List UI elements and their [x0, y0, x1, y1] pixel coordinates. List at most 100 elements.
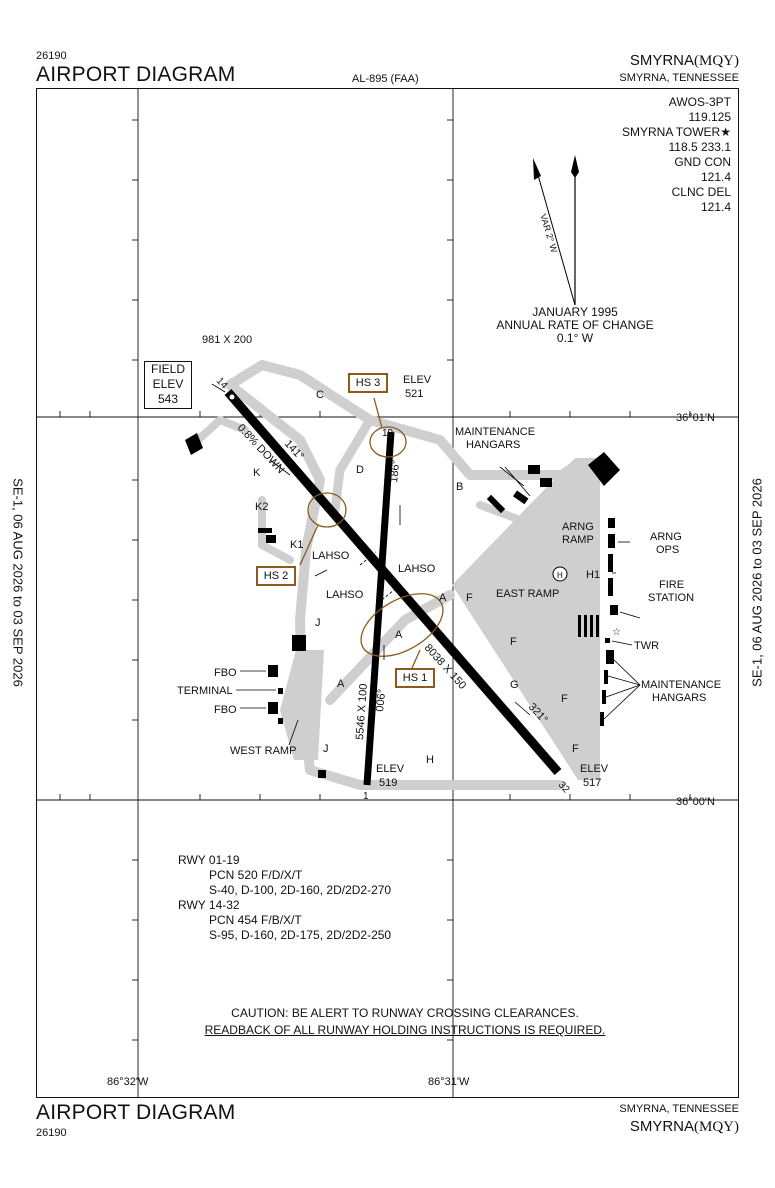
fbo-1-label: FBO [214, 667, 237, 679]
star-icon: ★ [720, 125, 731, 139]
terminal-label: TERMINAL [177, 685, 233, 697]
rwy-note-1: RWY 01-19 [178, 853, 240, 867]
footer-airport-location: SMYRNA, TENNESSEE [619, 1103, 739, 1115]
tower-star-icon: ☆ [612, 627, 621, 638]
arng-bldg-3 [608, 554, 613, 572]
arng-bldg-2 [608, 534, 615, 548]
lon-west-label: 86°32'W [107, 1076, 149, 1088]
lahso-lines [359, 551, 395, 604]
caution-line-2: READBACK OF ALL RUNWAY HOLDING INSTRUCTI… [204, 1023, 606, 1037]
grid-ticks [59, 119, 691, 1041]
freq-tower-label: SMYRNA TOWER [621, 125, 721, 139]
taxiway-west-stub [194, 416, 249, 444]
hangar-east-1 [606, 650, 614, 664]
freq-gnd: GND CON [674, 155, 731, 169]
freq-awos: AWOS-3PT [668, 95, 731, 109]
grid-lines [36, 88, 739, 1098]
small-bldg [278, 718, 283, 724]
k-bldg-2 [266, 535, 276, 543]
lahso-3: LAHSO [326, 589, 364, 601]
hot-spot-3-circle [369, 426, 407, 458]
freq-clnc: CLNC DEL [671, 185, 731, 199]
arng-ops-b: OPS [656, 544, 679, 556]
mag-rate: 0.1° W [556, 331, 594, 345]
twy-f-label-3: F [561, 693, 568, 705]
field-elevation-box: FIELD ELEV 543 [144, 361, 192, 409]
leaders [211, 383, 641, 746]
elev-s1-label: ELEV [376, 763, 405, 775]
elev-north-value: 521 [405, 388, 423, 400]
hangar-east-4 [600, 712, 604, 726]
hs3-leader [373, 397, 383, 429]
east-ramp-area [452, 458, 600, 780]
true-north-icon [571, 155, 579, 178]
elev-s1-value: 519 [379, 777, 397, 789]
hot-spot-1-circle [360, 593, 444, 657]
taxiway-d [330, 415, 375, 515]
hangar-strip-2 [512, 490, 529, 505]
maint-hangars-2b: HANGARS [652, 692, 706, 704]
coordinate-labels: 36°01'N 36°00'N 86°32'W 86°31'W [107, 412, 715, 1088]
magnetic-north-line [537, 174, 576, 306]
taxiway-k [258, 496, 294, 564]
field-elev-value: 543 [157, 392, 179, 406]
runway-14-threshold-dot [229, 394, 235, 400]
twy-a-label-1: A [337, 678, 345, 690]
fbo-2-label: FBO [214, 704, 237, 716]
lon-east-label: 86°31'W [428, 1076, 470, 1088]
rwy-note-5: PCN 454 F/B/X/T [209, 913, 302, 927]
north-arrows [533, 155, 579, 306]
diagram-frame [36, 88, 739, 1098]
twy-f-label-1: F [466, 592, 473, 604]
fire-station-a: FIRE [659, 579, 684, 591]
helipad-circle [552, 566, 568, 582]
k-bldg-1 [258, 528, 272, 533]
twy-k2-label: K2 [255, 501, 268, 513]
footer-airport-name: SMYRNA(MQY) [630, 1118, 739, 1136]
twy-k1-label: K1 [290, 539, 303, 551]
freq-tower: SMYRNA TOWER★ [622, 125, 731, 140]
lat-north-label: 36°01'N [676, 412, 715, 424]
maint-hangars-1b: HANGARS [466, 439, 520, 451]
frequency-list: AWOS-3PT 119.125 SMYRNA TOWER★ 118.5 233… [622, 95, 731, 215]
rwy-1-number: 1 [363, 791, 369, 802]
lahso-1: LAHSO [312, 550, 350, 562]
lat-south-label: 36°00'N [676, 796, 715, 808]
hot-spot-3-label: HS 3 [348, 373, 388, 393]
rwy-01-dims: 5546 X 100 [354, 683, 370, 740]
hot-spot-1-label: HS 1 [395, 668, 435, 688]
twy-k-label: K [253, 467, 261, 479]
heading-006: 006° [374, 688, 388, 712]
mag-date: JANUARY 1995 [532, 305, 618, 319]
hangar-east-2 [604, 670, 608, 684]
runway-01-19 [363, 431, 395, 786]
twy-j-label: J [315, 617, 321, 629]
stripe-2 [584, 615, 587, 637]
airport-name: SMYRNA(MQY) [630, 52, 739, 70]
taxiway-j-h [225, 380, 565, 790]
airport-location: SMYRNA, TENNESSEE [619, 72, 739, 84]
stripe-3 [590, 615, 593, 637]
footer-airport-name-text: SMYRNA [629, 1118, 694, 1135]
twy-a-label-2: A [395, 629, 403, 641]
twy-f-label-2: F [510, 636, 517, 648]
maint-hangars-1a: MAINTENANCE [455, 426, 535, 438]
airport-name-text: SMYRNA [629, 52, 694, 69]
j-bldg [318, 770, 326, 778]
field-elev-label1: FIELD [150, 362, 185, 376]
arng-ops-a: ARNG [650, 531, 682, 543]
hangar-strip [486, 494, 506, 514]
arng-bldg-4 [608, 578, 613, 596]
footer-procedure-number: 26190 [36, 1127, 67, 1139]
twy-d-label: D [356, 464, 364, 476]
terminal-bldg [278, 688, 283, 694]
twr-label: TWR [634, 640, 659, 652]
rwy-note-4: RWY 14-32 [178, 898, 240, 912]
stripe-4 [596, 615, 599, 637]
lahso-2: LAHSO [398, 563, 436, 575]
mag-rate-label: ANNUAL RATE OF CHANGE [496, 318, 654, 332]
twy-f-label-4: F [572, 743, 579, 755]
twy-b-label: B [456, 481, 463, 493]
field-elev-label2: ELEV [152, 377, 184, 391]
